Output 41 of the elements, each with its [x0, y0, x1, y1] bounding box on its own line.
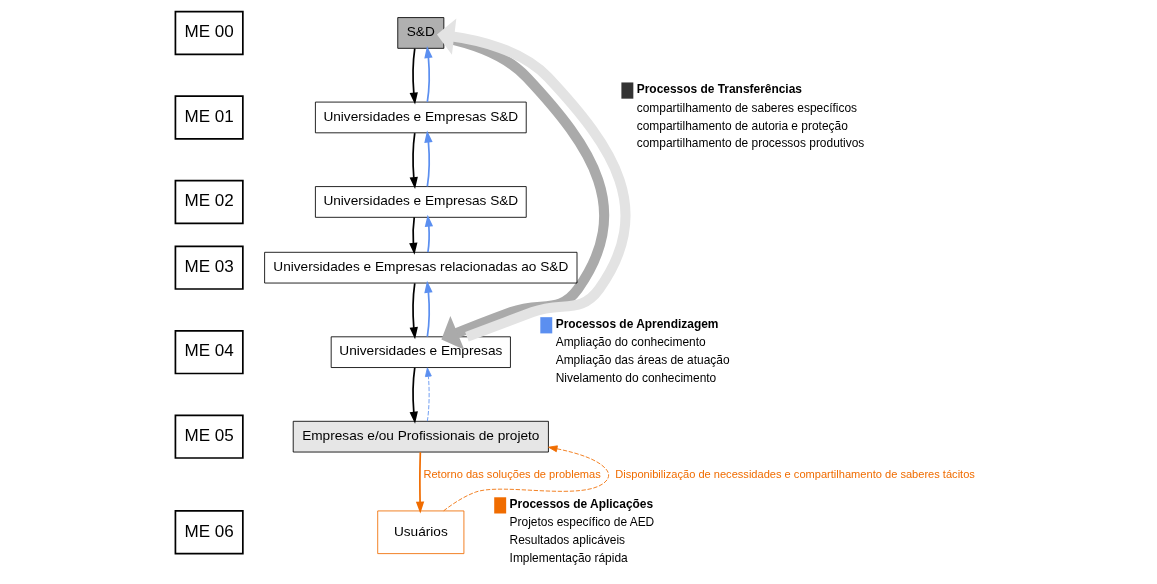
- label: Resultados aplicáveis: [509, 533, 626, 548]
- arrow: [409, 132, 418, 189]
- edge-label: Disponibilização de necessidades e compartilhamento de saberes tácitos: [615, 467, 975, 480]
- arrow: [424, 130, 433, 188]
- arrow: [409, 366, 418, 424]
- arrow: [415, 451, 425, 514]
- legend-label: Processos de Transferências: [636, 81, 802, 96]
- node-box: ME 05: [174, 414, 244, 459]
- node-box: Universidades e Empresas S&D: [314, 186, 527, 218]
- node-box: ME 06: [174, 510, 244, 555]
- node-box: Empresas e/ou Profissionais de projeto: [292, 420, 549, 453]
- node-box: ME 02: [174, 179, 244, 225]
- arrow: [424, 214, 434, 253]
- edge-label: Retorno das soluções de problemas: [423, 467, 601, 480]
- node-box: Universidades e Empresas relacionadas ao S&D: [264, 251, 578, 284]
- arrow: [424, 46, 433, 103]
- label: compartilhamento de processos produtivos: [636, 136, 865, 151]
- arrow: [443, 445, 610, 512]
- legend-label: Processos de Aplicações: [509, 496, 654, 511]
- label: Ampliação do conhecimento: [555, 335, 706, 350]
- label: Ampliação das áreas de atuação: [555, 353, 730, 368]
- node-box: Usuários: [377, 510, 465, 555]
- arrow: [409, 282, 418, 340]
- label: compartilhamento de saberes específicos: [636, 100, 858, 115]
- node-box: ME 04: [174, 330, 244, 375]
- node-box: Universidades e Empresas S&D: [314, 101, 527, 134]
- arrow: [424, 367, 432, 422]
- label: Implementação rápida: [509, 551, 628, 566]
- arrow: [409, 216, 418, 255]
- arrow: [409, 47, 418, 105]
- label: Projetos específico de AED: [509, 515, 655, 530]
- node-box: ME 01: [174, 95, 244, 140]
- node-box: ME 00: [174, 10, 244, 56]
- legend-label: Processos de Aprendizagem: [555, 316, 719, 331]
- arrow: [424, 280, 433, 338]
- node-box: Universidades e Empresas: [330, 336, 511, 368]
- node-box: ME 03: [174, 245, 244, 290]
- label: Nivelamento do conhecimento: [555, 371, 717, 386]
- label: compartilhamento de autoria e proteção: [636, 118, 848, 133]
- node-box: S&D: [397, 17, 445, 49]
- arrow: [436, 18, 631, 342]
